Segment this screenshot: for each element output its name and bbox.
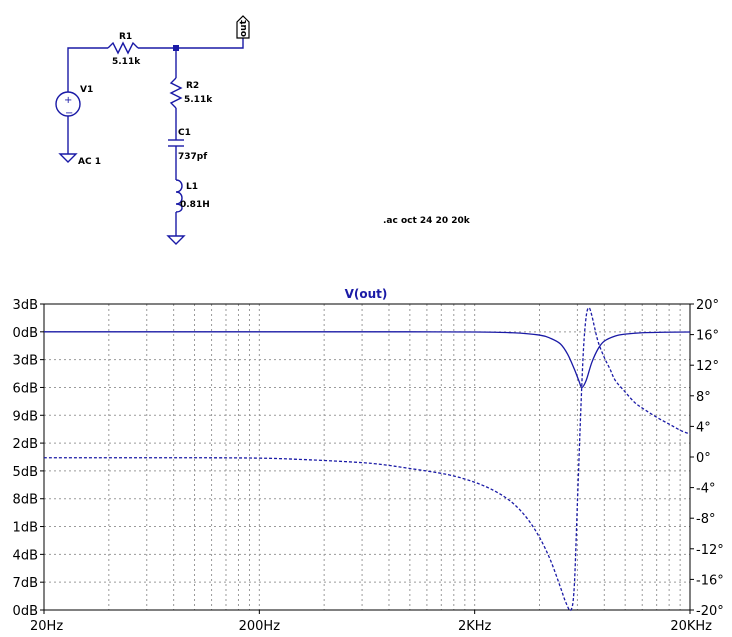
x-tick-label: 200Hz bbox=[239, 619, 281, 634]
y-left-tick-label: 5dB bbox=[13, 465, 38, 480]
y-right-tick-label: -12° bbox=[696, 543, 724, 558]
magnitude-trace[interactable] bbox=[43, 331, 691, 389]
plot-grid bbox=[44, 304, 690, 610]
plot-title[interactable]: V(out) bbox=[345, 287, 388, 301]
y-left-tick-label: 6dB bbox=[13, 381, 38, 396]
l1-value: 0.81H bbox=[180, 200, 210, 210]
phase-trace[interactable] bbox=[43, 307, 691, 612]
v1-name: V1 bbox=[80, 85, 93, 95]
y-right-tick-label: -4° bbox=[696, 482, 715, 497]
r1-value: 5.11k bbox=[112, 57, 141, 67]
y-left-tick-label: 0dB bbox=[13, 326, 38, 341]
ground-v1-symbol bbox=[58, 153, 78, 163]
out-port-symbol[interactable] bbox=[236, 15, 250, 39]
c1-value: 737pf bbox=[178, 152, 207, 162]
y-right-tick-label: 16° bbox=[696, 329, 719, 344]
y-left-tick-label: 3dB bbox=[13, 354, 38, 369]
ac-directive[interactable]: .ac oct 24 20 20k bbox=[383, 216, 471, 226]
y-right-tick-label: -20° bbox=[696, 604, 724, 619]
x-tick-label: 20Hz bbox=[30, 619, 63, 634]
ground-l1-symbol bbox=[166, 235, 186, 245]
y-left-tick-label: 2dB bbox=[13, 437, 38, 452]
y-left-tick-label: 9dB bbox=[13, 409, 38, 424]
v1-minus-sign: − bbox=[65, 108, 73, 119]
y-right-tick-label: 20° bbox=[696, 298, 719, 313]
v1-plus-sign: + bbox=[64, 95, 72, 106]
bode-plot: V(out) 3dB 0dB 3dB 6dB 9dB 2dB 5dB 8dB 1dB 4dB 7dB… bbox=[13, 287, 724, 634]
y-left-tick-label: 7dB bbox=[13, 576, 38, 591]
out-port-label: out bbox=[239, 19, 249, 37]
x-tick-label: 2KHz bbox=[458, 619, 492, 634]
r2-value: 5.11k bbox=[184, 95, 213, 105]
resistor-r2-symbol[interactable] bbox=[169, 77, 183, 109]
y-right-tick-label: 12° bbox=[696, 359, 719, 374]
x-tick-label: 20KHz bbox=[670, 619, 712, 634]
r2-name: R2 bbox=[186, 81, 199, 91]
y-left-tick-label: 4dB bbox=[13, 548, 38, 563]
v1-value: AC 1 bbox=[78, 157, 101, 167]
r1-name: R1 bbox=[119, 32, 132, 42]
schematic: out + − R1 5.11k R2 5.11k C1 737pf L1 0.… bbox=[55, 15, 471, 245]
y-right-tick-label: 0° bbox=[696, 451, 711, 466]
c1-name: C1 bbox=[178, 128, 191, 138]
plot-series[interactable] bbox=[43, 307, 691, 612]
inductor-l1-symbol[interactable] bbox=[175, 179, 183, 213]
wire-v1-r1[interactable] bbox=[67, 47, 108, 92]
l1-name: L1 bbox=[186, 182, 198, 192]
resistor-r1-symbol[interactable] bbox=[107, 41, 139, 55]
y-right-tick-label: -16° bbox=[696, 573, 724, 588]
y-left-tick-label: 1dB bbox=[13, 521, 38, 536]
y-right-tick-label: 4° bbox=[696, 420, 711, 435]
y-right-tick-label: 8° bbox=[696, 390, 711, 405]
y-right-tick-label: -8° bbox=[696, 512, 715, 527]
plot-frame bbox=[43, 303, 691, 611]
y-left-tick-label: 8dB bbox=[13, 493, 38, 508]
axis-ticks: 3dB 0dB 3dB 6dB 9dB 2dB 5dB 8dB 1dB 4dB 7dB 0dB 20° 1… bbox=[13, 298, 724, 634]
y-left-tick-label: 0dB bbox=[13, 604, 38, 619]
wire-r1-out[interactable] bbox=[138, 38, 244, 49]
y-left-tick-label: 3dB bbox=[13, 298, 38, 313]
